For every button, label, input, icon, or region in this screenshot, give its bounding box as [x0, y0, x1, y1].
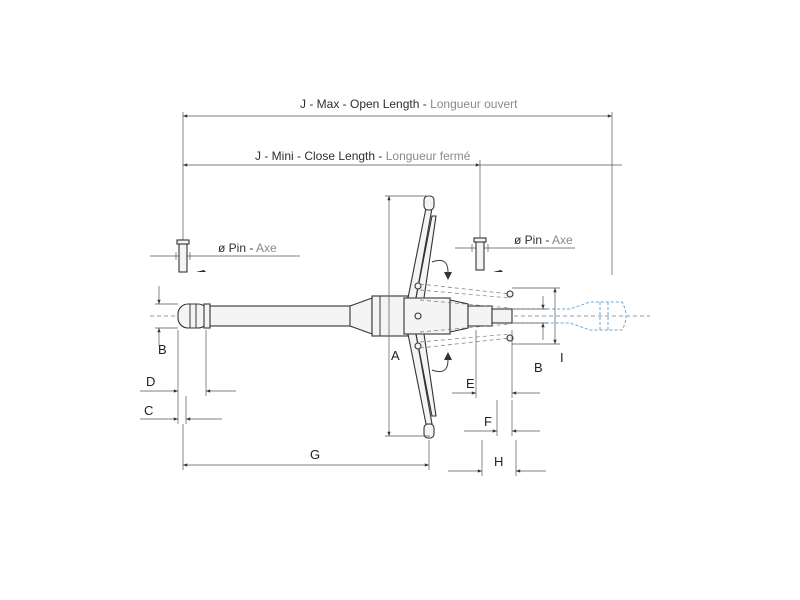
dim-c: C	[140, 396, 222, 424]
dim-e: E	[452, 330, 540, 398]
dim-d-label: D	[146, 374, 155, 389]
dim-c-label: C	[144, 403, 153, 418]
dim-i-label: I	[560, 350, 564, 365]
dim-g: G	[182, 424, 430, 470]
dim-a: A	[385, 195, 430, 437]
rod-assembly	[150, 295, 650, 337]
dim-b-right-label: B	[534, 360, 543, 375]
dim-b-left-label: B	[158, 342, 167, 357]
dim-h: H	[448, 440, 546, 476]
j-max-label: J - Max - Open Length - Longueur ouvert	[300, 97, 518, 111]
dim-i: I	[512, 287, 564, 365]
dim-b-left: B	[155, 286, 178, 357]
left-pin: ø Pin - Axe	[150, 239, 300, 273]
dim-f-label: F	[484, 414, 492, 429]
pin-left-label: ø Pin - Axe	[218, 241, 277, 255]
dim-d: D	[140, 330, 236, 396]
pin-right-label: ø Pin - Axe	[514, 233, 573, 247]
j-mini-label: J - Mini - Close Length - Longueur fermé	[255, 149, 471, 163]
right-end-fitting	[512, 301, 627, 331]
right-pin: ø Pin - Axe	[455, 233, 575, 272]
dim-h-label: H	[494, 454, 503, 469]
dim-f: F	[464, 400, 540, 436]
dim-e-label: E	[466, 376, 475, 391]
handles	[407, 195, 514, 439]
j-mini-dimension: J - Mini - Close Length - Longueur fermé	[183, 149, 622, 245]
j-max-dimension: J - Max - Open Length - Longueur ouvert	[182, 97, 613, 275]
dim-a-label: A	[391, 348, 400, 363]
dim-b-right: B	[512, 296, 548, 375]
dim-g-label: G	[310, 447, 320, 462]
